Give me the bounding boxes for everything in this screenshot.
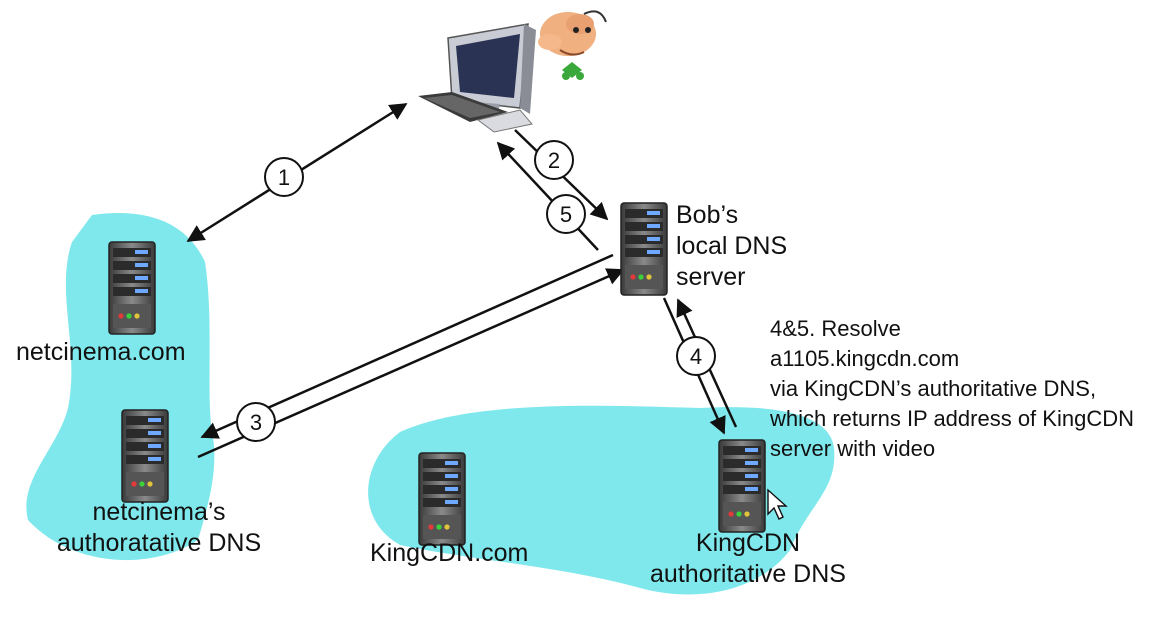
local-dns-label-line-2: local DNS (676, 232, 788, 260)
note-line-3: via KingCDN’s authoritative DNS, (770, 376, 1097, 401)
netcinema-dns-server-icon (121, 409, 169, 503)
user-icon (538, 10, 607, 80)
cursor-icon (767, 488, 788, 520)
step-2-marker: 2 (534, 140, 574, 180)
kingcdn-region (368, 405, 835, 595)
step-5-marker: 5 (546, 194, 586, 234)
note-line-5: server with video (770, 436, 936, 461)
netcinema-server-icon (108, 241, 156, 335)
resolution-note: 4&5. Resolve a1105.kingcdn.com via KingC… (770, 314, 1134, 464)
kingcdn-label: KingCDN.com (370, 539, 529, 567)
note-line-4: which returns IP address of KingCDN (770, 406, 1134, 431)
note-line-2: a1105.kingcdn.com (770, 346, 960, 371)
step-1-label: 1 (278, 165, 290, 190)
netcinema-dns-label: netcinema’s authoratative DNS (32, 497, 286, 559)
local-dns-label: Bob’s local DNS server (676, 200, 787, 293)
netcinema-label: netcinema.com (16, 338, 186, 366)
local-dns-label-line-3: server (676, 263, 746, 291)
kingcdn-dns-label: KingCDN authoritative DNS (633, 528, 863, 590)
kingcdn-server-icon (418, 452, 466, 546)
kingcdn-dns-server-icon (718, 439, 766, 533)
local-dns-server-icon (620, 202, 668, 296)
arrow-step-3-out (200, 253, 614, 439)
step-4-marker: 4 (676, 336, 716, 376)
local-dns-label-line-1: Bob’s (676, 201, 739, 229)
step-3-label: 3 (250, 410, 262, 435)
kingcdn-dns-label-line-1: KingCDN (695, 529, 801, 557)
netcinema-dns-label-line-2: authoratative DNS (56, 529, 262, 557)
kingcdn-dns-label-line-2: authoritative DNS (650, 560, 846, 588)
step-5-label: 5 (560, 202, 572, 227)
netcinema-dns-label-line-1: netcinema’s (92, 498, 226, 526)
arrow-step-5 (496, 141, 599, 251)
note-line-1: 4&5. Resolve (770, 316, 901, 341)
step-1-marker: 1 (264, 157, 304, 197)
step-4-label: 4 (690, 344, 702, 369)
step-3-marker: 3 (236, 402, 276, 442)
computer-icon (418, 23, 536, 133)
step-2-label: 2 (548, 148, 560, 173)
